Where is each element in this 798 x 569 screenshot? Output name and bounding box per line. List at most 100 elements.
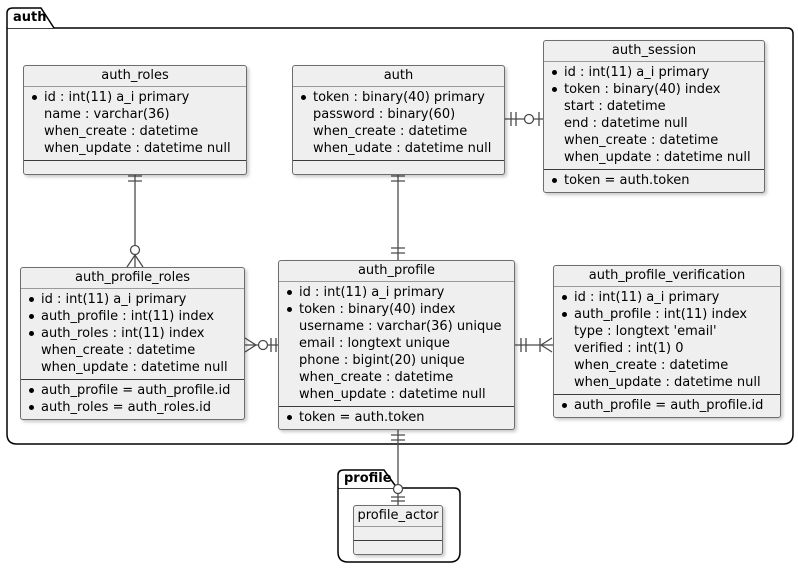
key-bullet-icon [29, 399, 41, 416]
package-label-auth: auth [13, 10, 47, 25]
field-row-text: id : int(11) a_i primary [44, 90, 190, 105]
key-bullet-icon [562, 397, 574, 414]
key-bullet-icon [562, 306, 574, 323]
bullet-spacer [562, 374, 574, 391]
field-row-text: when_create : datetime [44, 124, 199, 139]
constraint-row: auth_profile = auth_profile.id [21, 382, 244, 399]
field-row-text: id : int(11) a_i primary [299, 285, 445, 300]
table-title: auth_profile_roles [74, 270, 190, 285]
bullet-spacer [32, 140, 44, 157]
key-bullet-icon [552, 81, 564, 98]
field-row: when_create : datetime [544, 132, 764, 149]
field-row: id : int(11) a_i primary [279, 284, 514, 301]
bullet-spacer [29, 359, 41, 376]
constraint-row: auth_profile = auth_profile.id [554, 397, 780, 414]
bullet-spacer [287, 318, 299, 335]
field-row: when_create : datetime [293, 123, 504, 140]
field-row-text: end : datetime null [564, 116, 688, 131]
field-row: when_create : datetime [554, 357, 780, 374]
key-bullet-icon [552, 64, 564, 81]
field-row: when_update : datetime null [24, 140, 246, 157]
field-row-text: when_update : datetime null [564, 150, 751, 165]
key-bullet-icon [287, 284, 299, 301]
key-bullet-icon [287, 301, 299, 318]
field-row: verified : int(1) 0 [554, 340, 780, 357]
field-row: id : int(11) a_i primary [21, 291, 244, 308]
bullet-spacer [301, 140, 313, 157]
table-title: auth_profile_verification [588, 268, 746, 283]
field-row: token : binary(40) index [279, 301, 514, 318]
bullet-spacer [287, 352, 299, 369]
constraint-row-text: auth_profile = auth_profile.id [41, 383, 231, 398]
field-row: id : int(11) a_i primary [544, 64, 764, 81]
field-row-text: when_update : datetime null [41, 360, 228, 375]
field-row: when_update : datetime null [544, 149, 764, 166]
key-bullet-icon [29, 325, 41, 342]
field-row: start : datetime [544, 98, 764, 115]
table-section-constraints: auth_profile = auth_profile.id [554, 394, 780, 417]
table-section-fields: id : int(11) a_i primary auth_profile : i… [21, 288, 244, 379]
connector-auth-auth_profile [391, 165, 405, 260]
field-row-text: when_create : datetime [564, 133, 719, 148]
connector-auth_roles-auth_profile_roles [126, 165, 144, 268]
field-row-text: auth_profile : int(11) index [41, 309, 215, 324]
field-row-text: when_create : datetime [313, 124, 468, 139]
field-row-text: auth_profile : int(11) index [574, 307, 748, 322]
key-bullet-icon [32, 89, 44, 106]
constraint-row-text: token = auth.token [299, 410, 425, 425]
connector-auth-auth_session [500, 112, 545, 126]
field-row-text: when_create : datetime [299, 370, 454, 385]
constraint-row-text: auth_profile = auth_profile.id [574, 398, 764, 413]
key-bullet-icon [301, 89, 313, 106]
field-row: auth_roles : int(11) index [21, 325, 244, 342]
constraint-row-text: token = auth.token [564, 173, 690, 188]
package-label-profile: profile [344, 471, 392, 486]
constraint-row: token = auth.token [544, 172, 764, 189]
field-row-text: token : binary(40) primary [313, 90, 485, 105]
field-row: token : binary(40) index [544, 81, 764, 98]
bullet-spacer [287, 369, 299, 386]
field-row-text: when_create : datetime [574, 358, 729, 373]
bullet-spacer [287, 335, 299, 352]
bullet-spacer [552, 98, 564, 115]
constraint-row-text: auth_roles = auth_roles.id [41, 400, 212, 415]
field-row: phone : bigint(20) unique [279, 352, 514, 369]
field-row: auth_profile : int(11) index [554, 306, 780, 323]
table-title: auth_profile [357, 263, 436, 278]
bullet-spacer [287, 386, 299, 403]
table-section-constraints [24, 160, 246, 174]
field-row-text: id : int(11) a_i primary [41, 292, 187, 307]
table-title: auth_roles [101, 68, 169, 83]
connector-auth_profile_roles-auth_profile [240, 337, 283, 353]
field-row: token : binary(40) primary [293, 89, 504, 106]
field-row: password : binary(60) [293, 106, 504, 123]
bullet-spacer [552, 149, 564, 166]
key-bullet-icon [552, 172, 564, 189]
field-row-text: token : binary(40) index [564, 82, 721, 97]
key-bullet-icon [29, 308, 41, 325]
field-row-text: when_create : datetime [41, 343, 196, 358]
key-bullet-icon [29, 382, 41, 399]
field-row: when_update : datetime null [554, 374, 780, 391]
table-section-constraints [293, 160, 504, 174]
table-section-fields [354, 526, 442, 540]
field-row-text: start : datetime [564, 99, 666, 114]
field-row-text: when_update : datetime null [44, 141, 231, 156]
field-row: when_update : datetime null [279, 386, 514, 403]
bullet-spacer [32, 106, 44, 123]
field-row: auth_profile : int(11) index [21, 308, 244, 325]
field-row: name : varchar(36) [24, 106, 246, 123]
field-row: when_create : datetime [21, 342, 244, 359]
bullet-spacer [301, 123, 313, 140]
field-row: when_udate : datetime null [293, 140, 504, 157]
field-row-text: when_update : datetime null [574, 375, 761, 390]
